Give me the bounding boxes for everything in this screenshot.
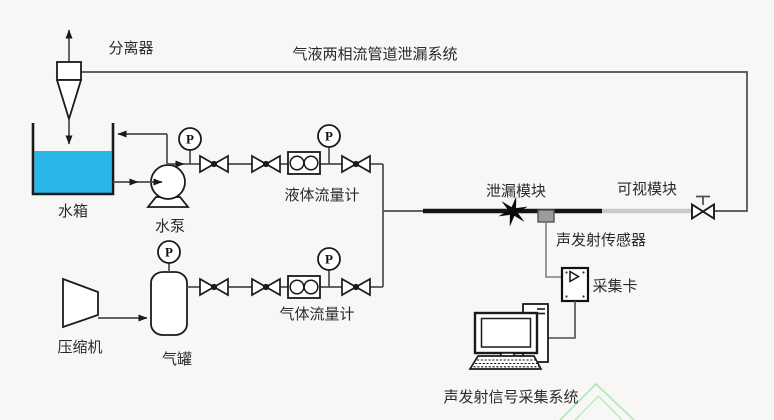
tank-walls — [31, 123, 115, 196]
water-tank — [31, 123, 115, 196]
label-ae-system: 声发射信号采集系统 — [443, 388, 578, 406]
water-fill — [34, 151, 112, 193]
separator-body — [56, 61, 82, 81]
gas-tank — [150, 271, 188, 336]
gauge-letter: P — [325, 252, 333, 267]
pc-keyboard — [468, 355, 543, 370]
label-compressor: 压缩机 — [57, 339, 102, 356]
gauge-letter: P — [186, 132, 194, 147]
valve-icon — [251, 278, 281, 296]
valve-icon — [251, 155, 281, 173]
label-gas-tank: 气罐 — [162, 351, 192, 368]
label-water-tank: 水箱 — [58, 203, 88, 220]
recycle-pipe — [81, 71, 748, 212]
separator-cone — [55, 79, 83, 123]
label-visual-module: 可视模块 — [617, 181, 677, 198]
diagram-title: 气液两相流管道泄漏系统 — [292, 46, 457, 63]
card-cable — [548, 301, 576, 339]
pressure-gauge-icon: P — [178, 127, 202, 151]
pressure-gauge-icon: P — [157, 240, 181, 272]
pressure-gauge-icon: P — [317, 247, 341, 271]
valve-icon — [341, 155, 371, 173]
gauge-letter: P — [325, 129, 333, 144]
ae-sensor-icon — [537, 209, 555, 223]
gauge-letter: P — [165, 245, 173, 260]
label-leak-module: 泄漏模块 — [486, 183, 546, 200]
liquid-line — [168, 147, 383, 168]
valve-icon — [199, 278, 229, 296]
label-separator: 分离器 — [108, 40, 153, 57]
label-gas-flow-meter: 气体流量计 — [279, 306, 354, 323]
valve-icon — [341, 278, 371, 296]
computer-icon — [468, 303, 549, 370]
watermark-chevron — [559, 382, 635, 420]
label-ae-sensor: 声发射传感器 — [556, 231, 646, 249]
sensor-cable — [545, 222, 562, 278]
daq-card-icon — [560, 266, 590, 303]
pressure-gauge-icon: P — [317, 124, 341, 148]
water-pump — [146, 164, 190, 208]
gas-flow-meter-icon — [287, 275, 321, 299]
compressor — [62, 277, 99, 329]
label-daq-card: 采集卡 — [592, 278, 637, 295]
valve-icon — [199, 155, 229, 173]
end-valve-icon — [691, 195, 715, 221]
separator — [55, 29, 83, 145]
liquid-flow-meter-icon — [287, 151, 321, 175]
pc-screen — [480, 317, 532, 348]
label-liquid-flow-meter: 液体流量计 — [284, 187, 359, 204]
label-water-pump: 水泵 — [155, 218, 185, 235]
leak-star-icon — [498, 196, 528, 227]
gas-line — [187, 270, 383, 288]
